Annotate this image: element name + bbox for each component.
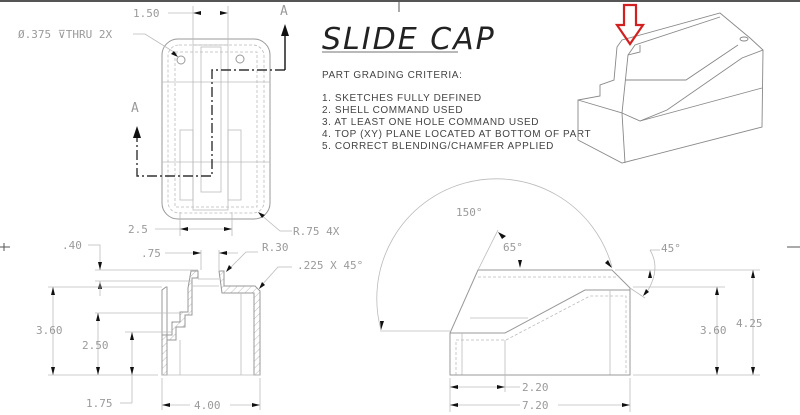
dim-chamfer: .225 X 45°: [297, 259, 363, 272]
top-view: 1.50 Ø.375 ⊽THRU 2X A A 2.5 R.75 4X: [18, 4, 340, 238]
side-view: 150° 65° 45° 3.60 4.25 2.20 7.20: [376, 178, 763, 412]
isometric-view: [577, 12, 764, 164]
dim-width-front: 4.00: [194, 399, 221, 412]
dim-height-total: 4.25: [736, 317, 763, 330]
dim-step-1: 1.75: [86, 397, 113, 410]
criteria-item: 1. SKETCHES FULLY DEFINED: [322, 93, 482, 104]
angle-45: 45°: [661, 242, 681, 255]
angle-65: 65°: [503, 241, 523, 254]
criteria-item: 4. TOP (XY) PLANE LOCATED AT BOTTOM OF P…: [322, 129, 591, 140]
hole: [235, 54, 245, 64]
section-line: [136, 69, 285, 177]
hole-callout: Ø.375 ⊽THRU 2X: [18, 28, 113, 41]
criteria-item: 5. CORRECT BLENDING/CHAMFER APPLIED: [322, 141, 554, 152]
dim-length: 7.20: [522, 399, 549, 412]
dim-lip: .40: [62, 239, 82, 252]
dim-slot: .75: [141, 247, 161, 260]
marker-arrow-icon: [614, 3, 646, 46]
dim-height-inner: 3.60: [700, 324, 727, 337]
dim-slot-width: 1.50: [133, 7, 160, 20]
dim-flat: 2.20: [522, 381, 549, 394]
section-label-top: A: [280, 4, 288, 19]
criteria-heading: PART GRADING CRITERIA:: [322, 70, 462, 81]
dim-width: 2.5: [128, 223, 148, 236]
angle-150: 150°: [456, 206, 483, 219]
front-section-view: 3.60 2.50 1.75 .40 .75 R.30 .225 X 45°: [36, 239, 363, 412]
dim-fillet: R.30: [262, 241, 289, 254]
hole: [176, 55, 186, 65]
criteria-item: 3. AT LEAST ONE HOLE COMMAND USED: [322, 117, 539, 128]
section-label-left: A: [131, 101, 139, 116]
radius-callout: R.75 4X: [293, 225, 340, 238]
dim-step-2: 2.50: [82, 339, 109, 352]
criteria-item: 2. SHELL COMMAND USED: [322, 105, 463, 116]
drawing-title: SLIDE CAP: [322, 22, 496, 57]
dim-height: 3.60: [36, 324, 63, 337]
